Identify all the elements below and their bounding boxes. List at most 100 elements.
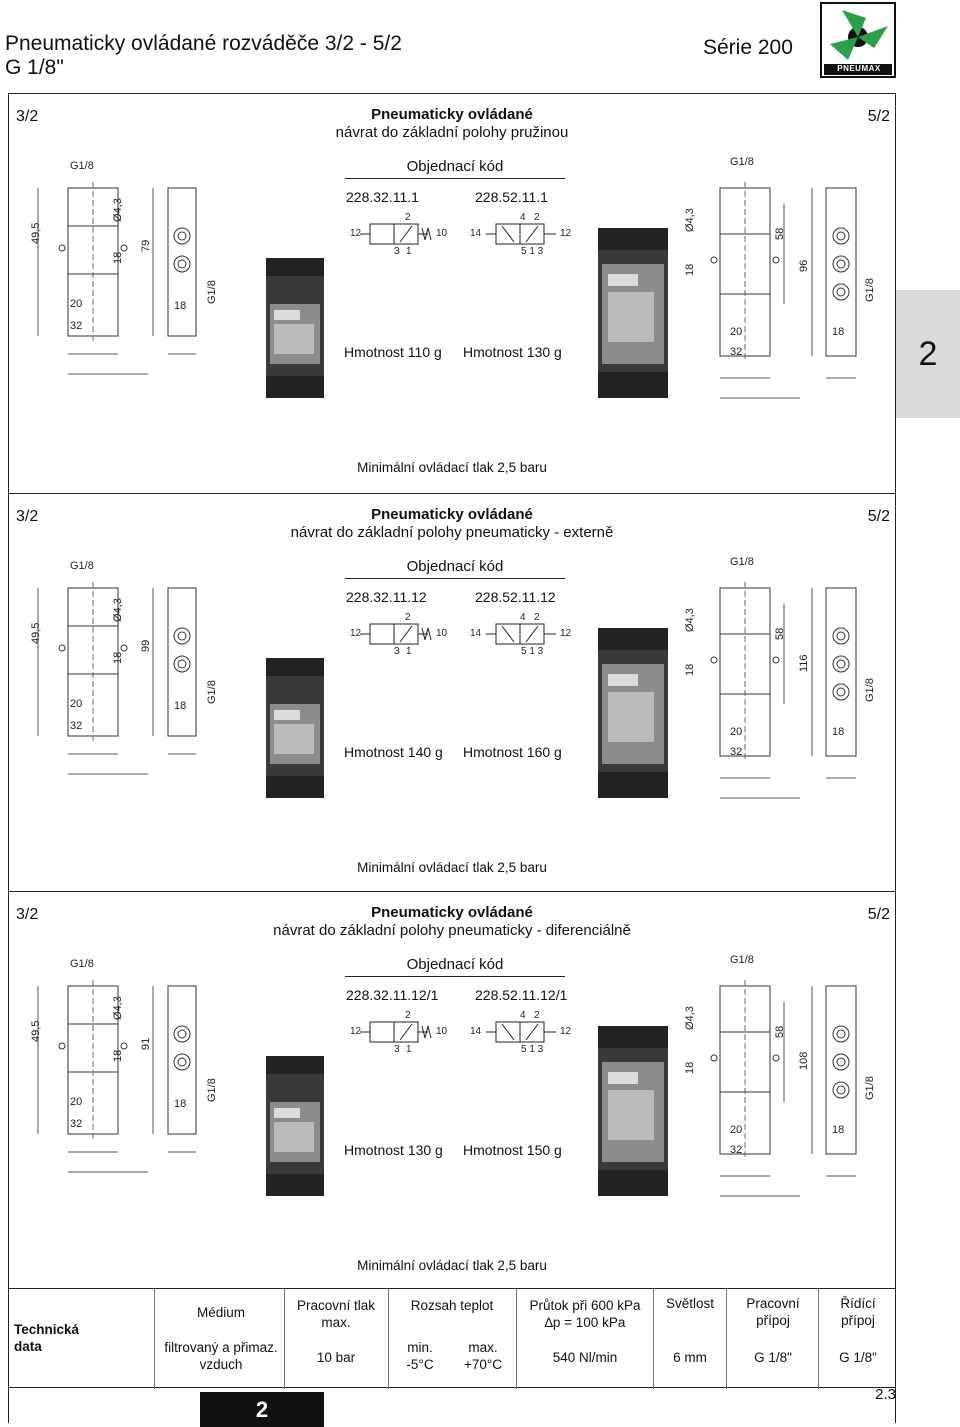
dim-g18-side: G1/8 <box>206 680 218 704</box>
port-label: 10 <box>436 228 448 239</box>
dim-height: 96 <box>798 259 810 272</box>
dim-18: 18 <box>112 251 124 264</box>
port-label: 2 <box>534 612 540 623</box>
valve-symbol-3-2 <box>360 1021 432 1043</box>
dim-32: 32 <box>730 746 743 758</box>
dim-20: 20 <box>730 326 743 338</box>
dim-32: 32 <box>70 1118 83 1130</box>
dim-18: 18 <box>684 663 696 676</box>
medium-header: Médium <box>196 1305 245 1320</box>
port-label: 3 <box>394 246 400 257</box>
port-header: Pracovní přípoj <box>746 1296 800 1328</box>
valve-symbol-5-2 <box>486 1021 556 1043</box>
weight-3-2: Hmotnost 130 g <box>344 1142 443 1158</box>
port-label: 2 <box>405 212 411 223</box>
port-label: 1 <box>406 246 412 257</box>
dim-20: 20 <box>70 1096 83 1108</box>
valve-photo-5-2 <box>598 228 668 398</box>
dim-49-5: 49,5 <box>30 222 42 244</box>
dim-58: 58 <box>774 227 786 240</box>
dim-20: 20 <box>730 1124 743 1136</box>
dim-49-5: 49,5 <box>30 622 42 644</box>
drawing-5-2 <box>710 582 857 799</box>
dim-18: 18 <box>684 1061 696 1074</box>
dim-g18-side: G1/8 <box>864 278 876 302</box>
pressure-value: 10 bar <box>316 1350 356 1365</box>
min-pressure-note: Minimální ovládací tlak 2,5 baru <box>357 1258 547 1273</box>
port-label: 4 <box>520 612 526 623</box>
chapter-number: 2 <box>200 1392 324 1427</box>
section-type-left: 3/2 <box>16 508 39 525</box>
drawing-3-2 <box>37 980 197 1173</box>
port-label: 10 <box>436 1026 448 1037</box>
order-code-3-2: 228.32.11.1 <box>346 189 419 205</box>
port-label: 12 <box>350 628 362 639</box>
dim-g18-side: G1/8 <box>206 280 218 304</box>
valve-section: 3/2 5/2 Pneumaticky ovládané návrat do z… <box>8 94 896 492</box>
dim-diameter: Ø4,3 <box>112 996 124 1020</box>
dim-18-width: 18 <box>174 300 187 312</box>
dim-g18-top: G1/8 <box>730 156 754 168</box>
dim-height: 99 <box>140 639 152 652</box>
bore-header: Světlost <box>665 1296 715 1311</box>
weight-5-2: Hmotnost 130 g <box>463 344 562 360</box>
port-label: 10 <box>436 628 448 639</box>
dim-20: 20 <box>70 698 83 710</box>
dim-32: 32 <box>70 720 83 732</box>
dim-height: 91 <box>140 1037 152 1050</box>
valve-photo-5-2 <box>598 628 668 798</box>
section-subtitle: návrat do základní polohy pružinou <box>335 124 569 141</box>
page-number: 2.3 <box>875 1386 896 1403</box>
port-label: 2 <box>405 1010 411 1021</box>
valve-section: 3/2 5/2 Pneumaticky ovládané návrat do z… <box>8 494 896 892</box>
valve-photo-3-2 <box>266 658 324 798</box>
dim-g18-top: G1/8 <box>70 160 94 172</box>
tech-label: Technická data <box>14 1322 80 1354</box>
dim-18: 18 <box>684 263 696 276</box>
dim-58: 58 <box>774 627 786 640</box>
port-label: 2 <box>534 1010 540 1021</box>
dim-18-width: 18 <box>832 726 845 738</box>
dim-32: 32 <box>730 1144 743 1156</box>
order-code-label: Objednací kód <box>345 956 565 977</box>
port-label: 2 <box>534 212 540 223</box>
dim-58: 58 <box>774 1025 786 1038</box>
dim-g18-top: G1/8 <box>70 958 94 970</box>
port-label: 12 <box>560 228 572 239</box>
order-code-label: Objednací kód <box>345 558 565 579</box>
port-label: 12 <box>350 228 362 239</box>
pilot-value: G 1/8" <box>839 1350 877 1365</box>
section-type-left: 3/2 <box>16 108 39 125</box>
section-divider <box>8 493 896 494</box>
section-subtitle: návrat do základní polohy pneumaticky - … <box>290 524 614 541</box>
order-code-5-2: 228.52.11.1 <box>475 189 548 205</box>
page-subtitle: G 1/8" <box>5 56 64 79</box>
order-code-5-2: 228.52.11.12 <box>475 589 556 605</box>
valve-photo-3-2 <box>266 1056 324 1196</box>
dim-g18-side: G1/8 <box>864 678 876 702</box>
section-title: Pneumaticky ovládané <box>371 506 533 523</box>
port-label: 1 <box>406 646 412 657</box>
port-label: 14 <box>470 1026 482 1037</box>
port-label: 3 <box>394 1044 400 1055</box>
port-label: 5 1 3 <box>521 1044 544 1055</box>
valve-photo-3-2 <box>266 258 324 398</box>
order-code-3-2: 228.32.11.12/1 <box>346 987 439 1003</box>
section-title: Pneumaticky ovládané <box>371 106 533 123</box>
dim-g18-top: G1/8 <box>70 560 94 572</box>
logo-text: PNEUMAX <box>837 64 881 73</box>
dim-18: 18 <box>112 651 124 664</box>
dim-18-width: 18 <box>832 326 845 338</box>
port-label: 3 <box>394 646 400 657</box>
section-type-right: 5/2 <box>867 108 890 125</box>
section-type-left: 3/2 <box>16 906 39 923</box>
dim-18-width: 18 <box>174 1098 187 1110</box>
valve-photo-5-2 <box>598 1026 668 1196</box>
dim-18-width: 18 <box>174 700 187 712</box>
dim-20: 20 <box>730 726 743 738</box>
min-pressure-note: Minimální ovládací tlak 2,5 baru <box>357 460 547 475</box>
dim-g18-side: G1/8 <box>864 1076 876 1100</box>
dim-height: 108 <box>798 1051 810 1070</box>
valve-symbol-5-2 <box>486 223 556 245</box>
port-label: 12 <box>350 1026 362 1037</box>
